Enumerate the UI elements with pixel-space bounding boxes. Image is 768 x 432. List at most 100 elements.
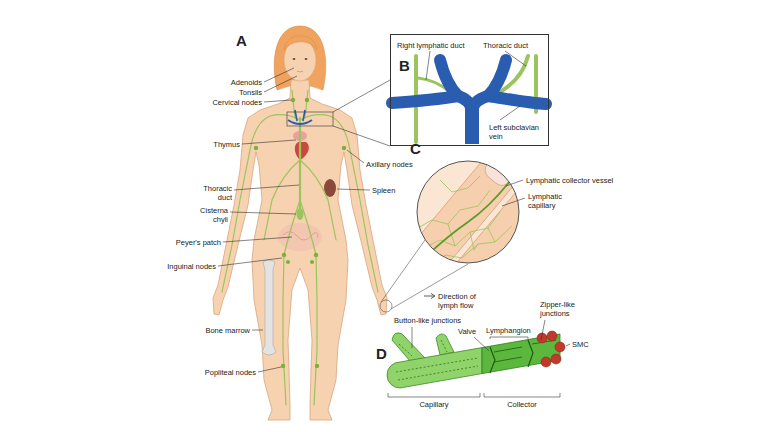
capillary-branch xyxy=(436,334,454,355)
vein xyxy=(465,108,479,144)
leader-line xyxy=(252,330,263,331)
neck-vein xyxy=(303,110,305,121)
zipper-junction xyxy=(494,347,522,352)
part-label: Left subclavian vein xyxy=(489,123,545,141)
leader-line xyxy=(258,367,281,372)
femur-bone xyxy=(262,260,276,355)
part-label: Cisterna chyli xyxy=(192,206,228,224)
smooth-muscle-cell xyxy=(547,331,557,341)
capillary-network xyxy=(420,212,500,250)
smooth-muscle-cell xyxy=(541,357,551,367)
button-junction xyxy=(396,358,478,372)
part-label: Direction of lymph flow xyxy=(438,292,484,310)
part-label: Adenoids xyxy=(231,78,262,87)
vein xyxy=(488,60,506,96)
capillary-branch xyxy=(392,333,425,361)
valve-leaflet xyxy=(490,347,495,373)
capillary-tube xyxy=(387,348,482,388)
lymph-node-dot xyxy=(281,364,285,368)
flow-arrow xyxy=(424,296,434,297)
leader-line xyxy=(337,189,370,190)
lymph-node-dot xyxy=(291,98,295,102)
leader-line xyxy=(347,150,364,163)
leader-line xyxy=(474,337,489,351)
leader-line xyxy=(264,76,297,92)
lymphangion-bracket xyxy=(490,337,528,339)
lymph-node-dot xyxy=(315,364,319,368)
part-label: Thoracic duct xyxy=(483,41,528,50)
lymph-node-dot xyxy=(342,146,346,150)
cisterna-chyli-sac xyxy=(297,208,304,220)
lymph-node-dot xyxy=(310,260,314,264)
zoom-circle xyxy=(380,300,392,312)
leader-line xyxy=(242,140,296,144)
leader-line xyxy=(230,212,296,214)
part-label: Lymphatic collector vessel xyxy=(526,176,613,185)
circle-outline xyxy=(416,160,520,264)
collector-tube xyxy=(482,334,560,374)
lymph-vessel xyxy=(264,160,300,240)
vein xyxy=(440,60,458,96)
region-label: Capillary xyxy=(419,400,448,409)
eye xyxy=(305,58,308,60)
part-label: Right lymphatic duct xyxy=(397,41,465,50)
leader-line xyxy=(223,237,292,242)
neck-vein xyxy=(295,110,297,121)
vein xyxy=(392,96,458,103)
lymph-vessel xyxy=(283,200,300,405)
part-label: Spleen xyxy=(372,186,395,195)
valve-leaflet xyxy=(528,340,533,367)
lymph-vessel xyxy=(300,115,378,292)
capillary-network xyxy=(440,176,480,192)
zoom-line xyxy=(333,80,390,112)
part-label: Cervical nodes xyxy=(212,98,262,107)
lymph-node-dot xyxy=(305,98,309,102)
capillary-network xyxy=(418,190,490,228)
neck-vein xyxy=(288,120,312,124)
hair xyxy=(274,26,325,90)
vein xyxy=(488,96,546,104)
zoom-frame xyxy=(287,112,333,126)
part-label: Inguinal nodes xyxy=(167,262,216,271)
part-label: Axillary nodes xyxy=(366,160,413,169)
panel-letter: D xyxy=(376,345,387,363)
leader-line xyxy=(502,198,525,206)
leader-line xyxy=(218,258,282,266)
eye xyxy=(293,58,296,60)
panel-letter: B xyxy=(399,57,410,75)
panel-box: B Right lymphatic duct Thoracic ductLeft s… xyxy=(390,34,549,146)
lymph-node-dot xyxy=(282,253,286,257)
intestine xyxy=(278,223,322,251)
leader-line xyxy=(505,51,526,66)
region-bracket xyxy=(484,393,560,397)
button-junction xyxy=(399,344,412,356)
region-bracket xyxy=(388,393,480,397)
lymph-vessel xyxy=(305,90,308,118)
part-label: Popliteal nodes xyxy=(205,368,256,377)
lymph-vessel xyxy=(300,160,336,240)
vein xyxy=(472,96,488,110)
region-label: Collector xyxy=(507,400,537,409)
part-label: Bone marrow xyxy=(205,326,250,335)
part-label: SMC xyxy=(572,340,589,349)
zipper-junction xyxy=(494,357,522,362)
hair-fringe xyxy=(284,36,317,50)
leader-line xyxy=(234,185,299,190)
magnifier-circle: C xyxy=(416,160,520,264)
mouth xyxy=(297,71,303,72)
leader-line xyxy=(412,327,413,348)
button-junction xyxy=(398,366,478,380)
part-label: Zipper-like junctions xyxy=(540,300,588,318)
finger xyxy=(438,171,562,309)
capillary-network xyxy=(470,232,478,250)
lymph-vessel xyxy=(292,90,295,118)
part-label: Valve xyxy=(458,327,476,336)
lymph-node-dot xyxy=(254,146,258,150)
smooth-muscle-cell xyxy=(555,342,565,352)
part-label: Thymus xyxy=(213,140,240,149)
collector-vessel xyxy=(420,176,514,262)
part-label: Lymphatic capillary xyxy=(528,192,568,210)
heart xyxy=(295,142,309,160)
